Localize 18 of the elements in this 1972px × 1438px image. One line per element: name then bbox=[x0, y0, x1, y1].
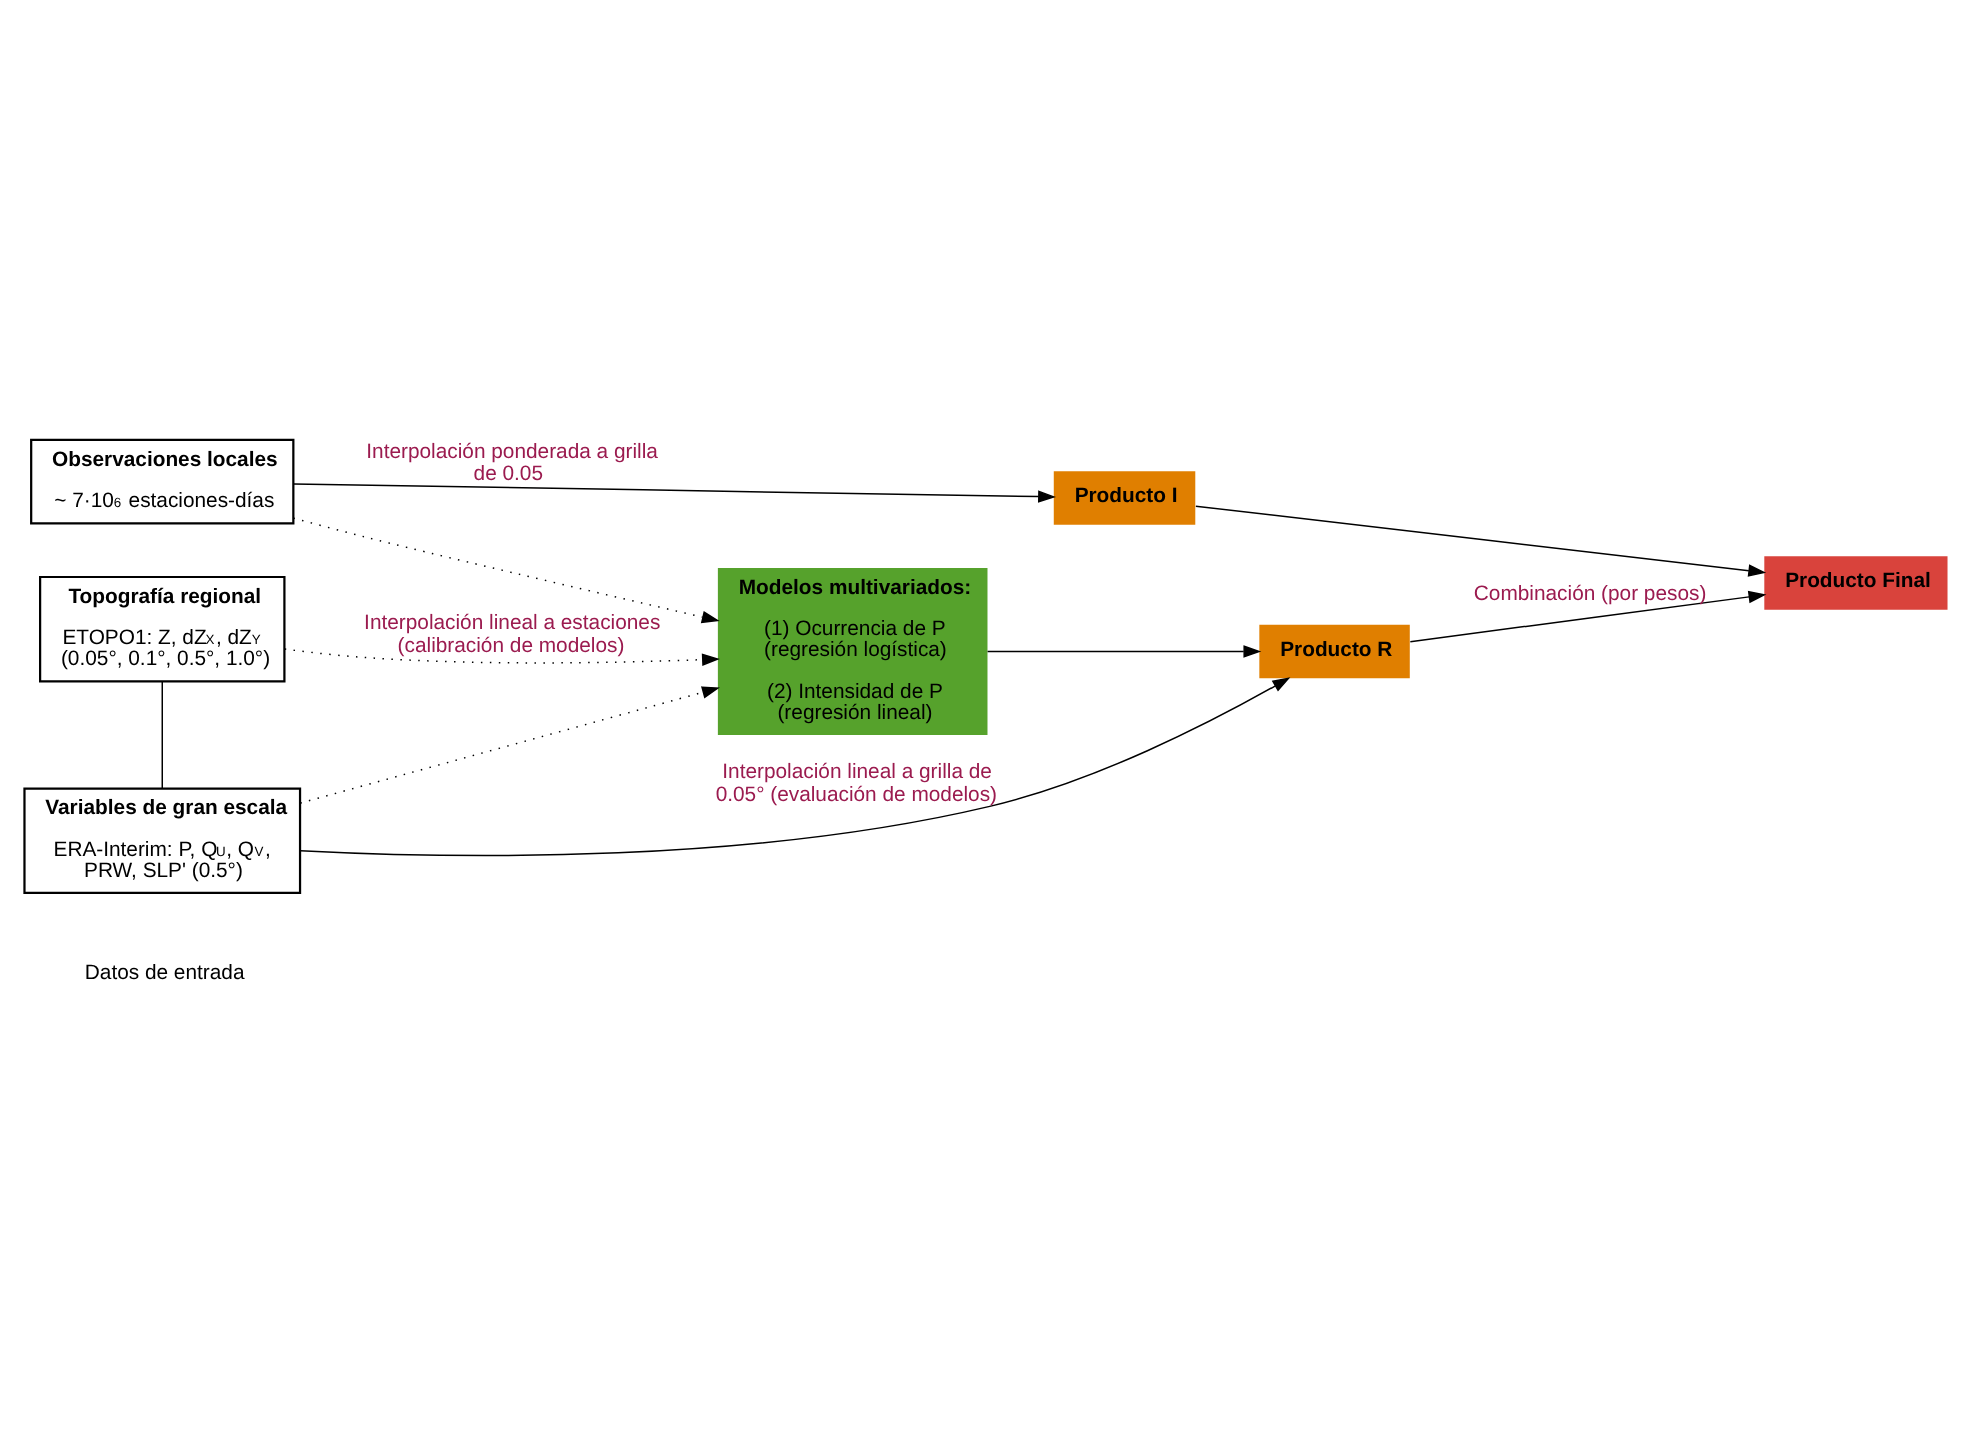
edge-label: Interpolación lineal a grilla de 0.05° (evaluación de modelos) bbox=[715, 761, 998, 806]
label: Datos de entrada bbox=[84, 961, 245, 984]
node-box: Producto I bbox=[1053, 470, 1196, 524]
edge-label: Interpolación lineal a estaciones (calibración de modelos) bbox=[364, 612, 661, 657]
arrow bbox=[299, 676, 1291, 856]
arrow bbox=[1195, 504, 1767, 576]
arrow bbox=[284, 647, 720, 665]
arrow bbox=[986, 644, 1262, 657]
edge-label: Combinación (por pesos) bbox=[1473, 582, 1707, 605]
node-box: Producto Final bbox=[1764, 555, 1948, 609]
node-box: Producto R bbox=[1259, 623, 1410, 678]
node-box: Modelos multivariados: (1) Ocurrencia de P (regresión logística) (2) Intensidad de P (regresión lineal) bbox=[717, 567, 988, 734]
connector bbox=[161, 679, 163, 788]
arrow bbox=[292, 482, 1056, 502]
arrow bbox=[292, 516, 720, 623]
edge-label: Interpolación ponderada a grilla de 0.05 bbox=[366, 441, 658, 486]
arrow bbox=[299, 685, 720, 803]
arrow bbox=[1409, 589, 1767, 642]
